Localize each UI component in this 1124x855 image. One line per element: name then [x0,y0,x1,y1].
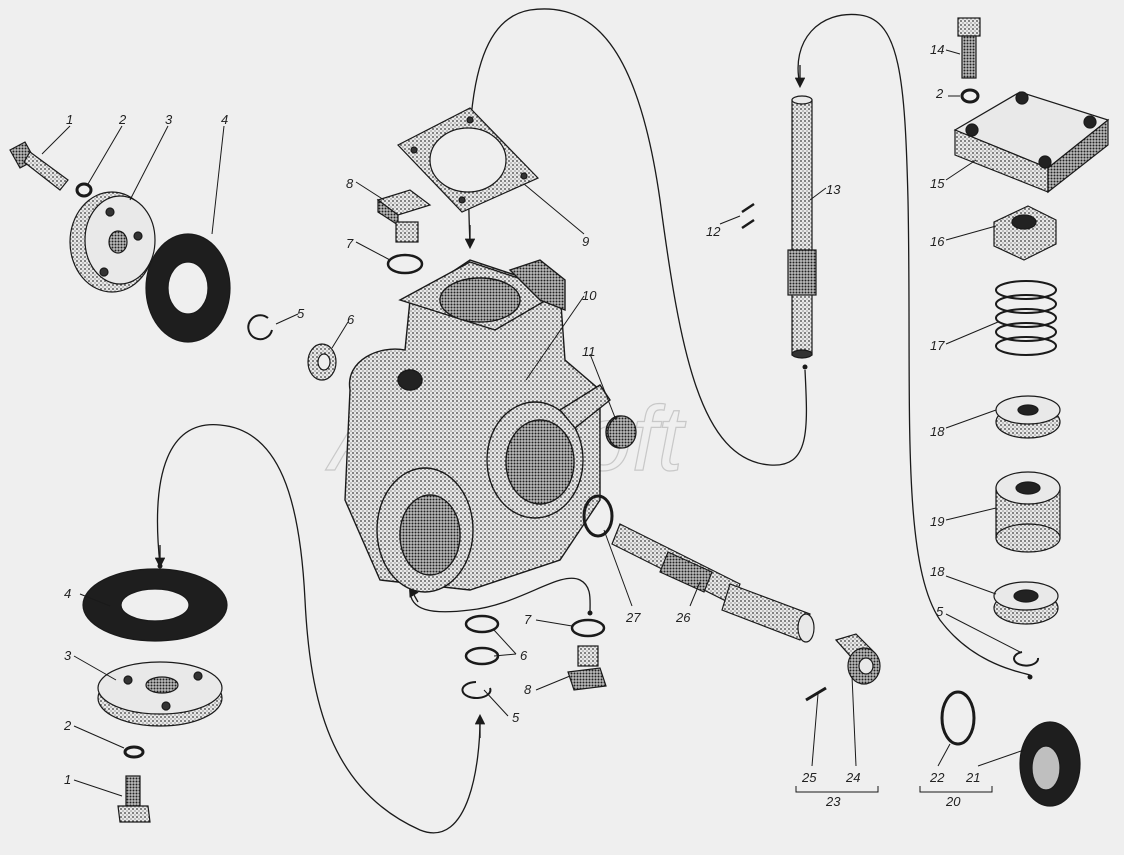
pin-25 [805,686,827,702]
callout-26: 26 [675,610,691,625]
callout-5-upper: 5 [297,306,305,321]
callout-17: 17 [930,338,945,353]
callout-19: 19 [930,514,944,529]
callout-18-lower: 18 [930,564,945,579]
callout-21: 21 [965,770,980,785]
washer-6-lower-b [464,646,500,666]
callout-8-lower: 8 [524,682,532,697]
callout-5-right: 5 [936,604,944,619]
gasket-4-upper [145,233,231,343]
callout-10: 10 [582,288,597,303]
flange-cover-3-lower [97,661,223,727]
callout-13: 13 [826,182,841,197]
callout-1-upper: 1 [66,112,73,127]
group-brackets [795,786,993,793]
gasket-4-lower [82,568,228,642]
sleeve-11 [607,415,637,449]
callout-8-upper: 8 [346,176,354,191]
callout-27: 27 [625,610,641,625]
lock-washer-2-upper [75,182,93,198]
oil-seal-21 [1019,721,1081,807]
callout-11: 11 [582,344,596,359]
ring-27 [582,494,614,538]
callout-7-lower: 7 [524,612,532,627]
callout-23: 23 [825,794,841,809]
callout-15: 15 [930,176,945,191]
washer-18-lower [993,581,1059,625]
plug-8-upper [376,189,432,243]
ring-7-lower [570,618,606,638]
worm-shaft-13 [787,95,817,359]
callout-5-lower: 5 [512,710,520,725]
callout-6-lower: 6 [520,648,528,663]
gear-19 [995,471,1061,553]
pins-12 [741,202,755,230]
gasket-9 [397,107,540,213]
callout-labels: 1 2 3 4 5 6 7 8 9 10 11 12 13 14 2 15 16… [63,42,980,809]
snap-ring-5-right [1013,651,1040,667]
spring-17 [995,280,1057,356]
nut-24 [834,633,881,685]
callout-9: 9 [582,234,589,249]
callout-25: 25 [801,770,817,785]
bolt-1-upper [9,141,69,191]
flange-cover-3-upper [69,191,156,293]
callout-2-lower: 2 [63,718,72,733]
callout-4-lower: 4 [64,586,71,601]
callout-2-upper: 2 [118,112,127,127]
callout-22: 22 [929,770,945,785]
lock-washer-2-right [960,88,980,104]
callout-18-upper: 18 [930,424,945,439]
callout-2-right: 2 [935,86,944,101]
cover-15 [953,91,1110,194]
seal-ring-22 [940,690,976,746]
bolt-14 [957,17,981,79]
callout-24: 24 [845,770,860,785]
callout-3-upper: 3 [165,112,173,127]
callout-7-upper: 7 [346,236,354,251]
callout-3-lower: 3 [64,648,72,663]
route-dots [157,364,1033,680]
washer-6-lower-a [464,614,500,634]
callout-4-upper: 4 [221,112,228,127]
callout-6-upper: 6 [347,312,355,327]
lock-washer-2-lower [123,745,145,759]
callout-1-lower: 1 [64,772,71,787]
washer-18-upper [995,395,1061,439]
callout-14: 14 [930,42,944,57]
washer-6-upper [307,343,337,381]
callout-20: 20 [945,794,961,809]
leader-lines [41,49,1025,797]
callout-16: 16 [930,234,945,249]
routing-lines [156,8,1031,834]
snap-ring-5-upper [247,314,273,341]
callout-12: 12 [706,224,721,239]
snap-ring-5-lower [461,681,492,699]
plug-8-lower [567,645,607,691]
ring-7-upper [386,253,424,275]
sector-shaft-26 [611,523,815,643]
steering-housing-10 [344,259,635,593]
bolt-1-lower [117,775,151,823]
nut-16 [993,205,1057,261]
